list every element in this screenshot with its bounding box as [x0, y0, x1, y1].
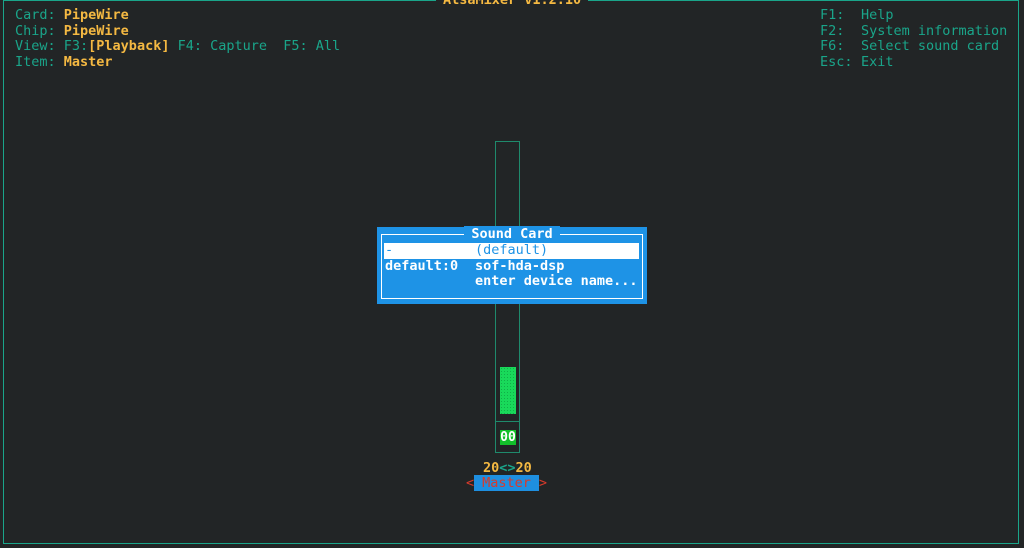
item-label: Item: — [15, 54, 56, 70]
device-id: default:0 — [385, 257, 459, 274]
key-action: System information — [861, 23, 1008, 39]
device-name: enter device name... — [475, 273, 638, 290]
card-line: Card: PipeWire — [15, 7, 129, 24]
device-name: sof-hda-dsp — [475, 257, 565, 274]
key-action: Select sound card — [861, 38, 1000, 54]
view-capture-tab[interactable]: F4: Capture — [177, 38, 267, 54]
key-action: Help — [861, 7, 894, 23]
control-name: Master — [474, 475, 539, 491]
view-label: View: — [15, 38, 56, 54]
app-title: AlsaMixer v1.2.10 — [436, 0, 589, 8]
dialog-title-bar: Sound Card — [377, 226, 647, 242]
item-line: Item: Master — [15, 54, 113, 71]
key-label: F2: — [820, 23, 845, 39]
view-line: View: F3:[Playback] F4: Capture F5: All — [15, 38, 341, 55]
volume-readout: 20<>20 — [483, 460, 532, 476]
volume-level-bar — [500, 367, 516, 414]
key-system-info[interactable]: F2: System information — [820, 23, 1008, 40]
slider-divider — [495, 421, 520, 422]
sound-card-option[interactable]: - (default) — [384, 242, 639, 259]
key-help[interactable]: F1: Help — [820, 7, 894, 24]
view-playback-tab[interactable]: [Playback] — [88, 38, 170, 54]
right-bracket: > — [538, 475, 548, 491]
control-master[interactable]: <Master> — [466, 475, 548, 491]
device-name: (default) — [475, 242, 549, 258]
sound-card-option[interactable]: default:0 sof-hda-dsp — [384, 257, 639, 275]
left-bracket: < — [466, 475, 475, 491]
view-all-tab[interactable]: F5: All — [283, 38, 341, 54]
dialog-title: Sound Card — [464, 226, 560, 242]
key-label: F6: — [820, 38, 845, 54]
volume-right: 20 — [515, 460, 532, 476]
view-f3-key: F3: — [63, 38, 89, 54]
volume-left: 20 — [483, 460, 500, 476]
key-exit[interactable]: Esc: Exit — [820, 54, 894, 71]
chip-value: PipeWire — [63, 23, 129, 39]
card-value: PipeWire — [63, 7, 129, 23]
key-action: Exit — [861, 54, 894, 70]
chip-line: Chip: PipeWire — [15, 23, 129, 40]
key-select-card[interactable]: F6: Select sound card — [820, 38, 1000, 55]
device-id: - — [385, 242, 394, 258]
volume-separator: <> — [499, 460, 516, 476]
key-label: F1: — [820, 7, 845, 23]
card-label: Card: — [15, 7, 56, 23]
chip-label: Chip: — [15, 23, 56, 39]
mute-toggle[interactable]: 00 — [500, 430, 516, 445]
item-value: Master — [63, 54, 113, 70]
sound-card-option[interactable]: enter device name... — [384, 274, 639, 290]
sound-card-dialog: Sound Card - (default) default:0 sof-hda-d… — [377, 226, 647, 304]
key-label: Esc: — [820, 54, 853, 70]
